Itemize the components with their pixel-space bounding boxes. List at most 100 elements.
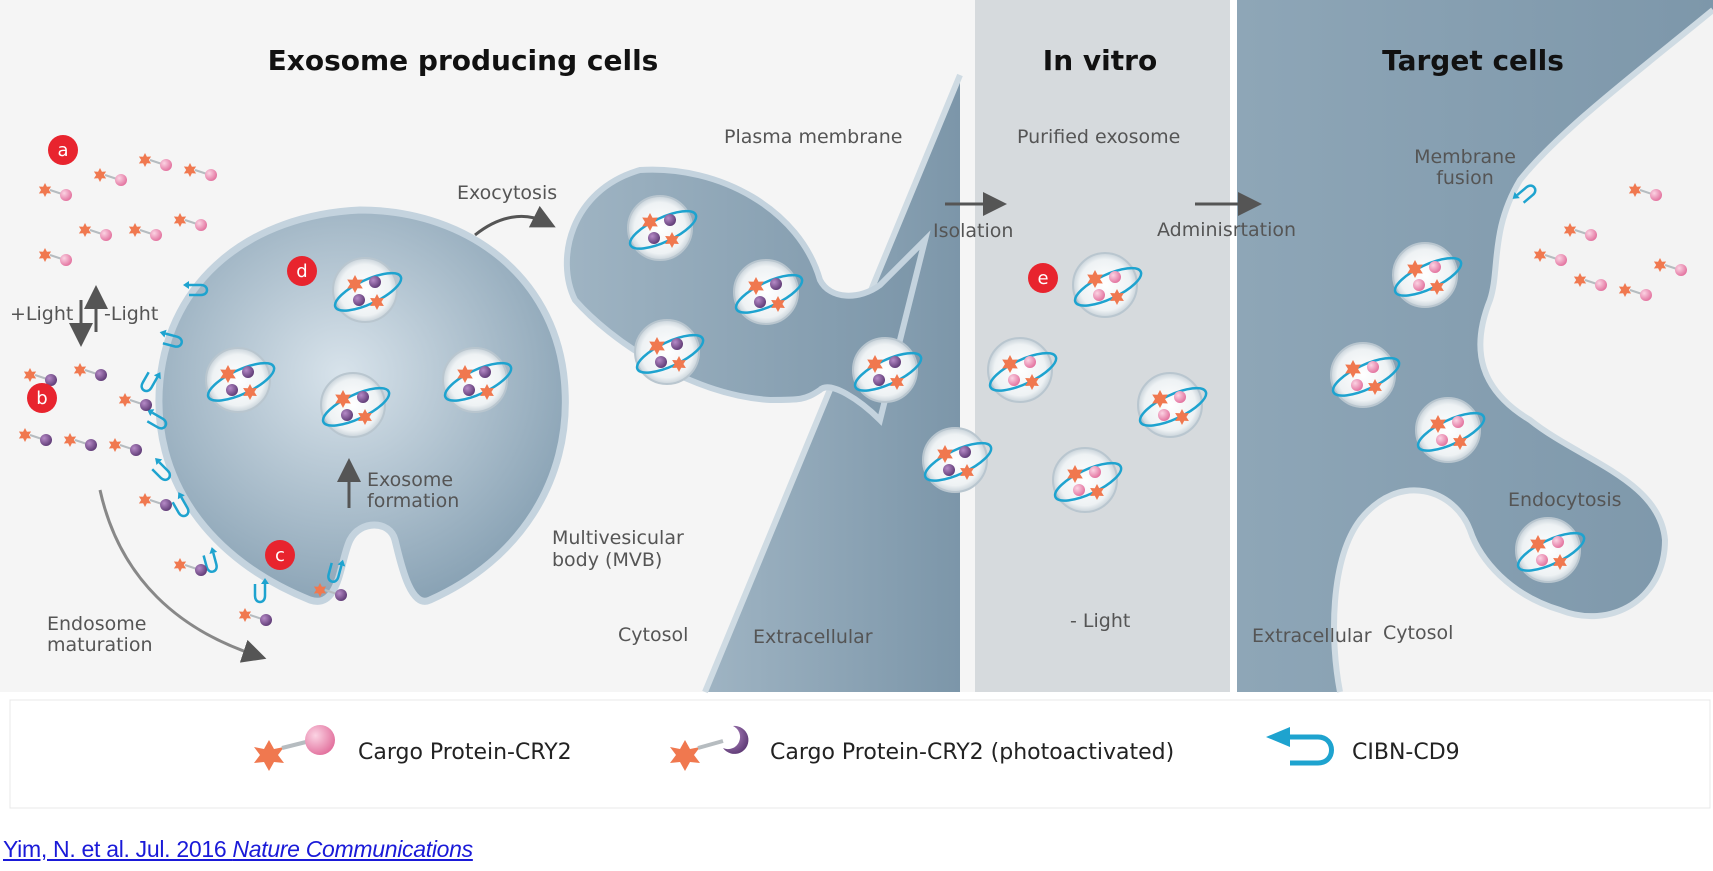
exosome-vesicle [634,319,705,385]
exosome-vesicle [1330,342,1401,408]
citation-link[interactable]: Yim, N. et al. Jul. 2016 Nature Communic… [3,836,473,863]
step-marker-d: d [287,256,317,286]
label-exocytosis: Exocytosis [457,182,557,204]
label-exosome-formation-2: formation [367,490,459,512]
exosome-vesicle [1052,447,1123,513]
arrows [69,192,1262,663]
label-cytosol-right: Cytosol [1383,622,1453,644]
step-marker-b: b [27,383,57,413]
label-isolation: Isolation [933,220,1013,242]
label-plasma-membrane: Plasma membrane [724,126,902,148]
exosome-vesicle [922,427,993,493]
label-minus-light: -Light [104,303,158,325]
vesicles-layer [140,184,1586,604]
legend-label-1: Cargo Protein-CRY2 [358,740,572,765]
legend-cibn-cd9: CIBN-CD9 [1266,727,1460,766]
label-plus-light: +Light [10,303,73,325]
label-membrane-fusion-2: fusion [1436,167,1494,189]
legend-label-3: CIBN-CD9 [1352,740,1460,765]
exosome-vesicle [1392,242,1463,308]
step-letter: e [1037,268,1048,289]
free-cargo-protein [38,248,72,266]
exosome-vesicle [442,347,513,413]
legend-cargo-star-icon-2 [670,740,700,771]
legend-cargo-cry2-photoactivated: Cargo Protein-CRY2 (photoactivated) [670,725,1174,771]
exocytosis-arrow [474,205,556,237]
label-extracellular-right: Extracellular [1252,625,1372,647]
free-cargo-protein [73,363,107,381]
free-cargo-protein [173,213,207,231]
free-cargo-protein [93,168,127,186]
legend-cry2-photoactivated-icon [723,725,749,754]
free-cargo-protein [38,183,72,201]
label-mvb: Multivesicular [552,527,684,549]
legend-box [9,699,1711,809]
target-cell-body [1237,0,1713,692]
endosome-maturation-arrow [98,489,267,663]
free-cargo-protein [138,153,172,171]
legend-cibn-icon [1290,734,1334,766]
exosome-vesicle [1137,372,1208,438]
free-cargo-protein [1653,258,1687,276]
step-markers: a b c d e [27,135,1058,570]
exosome-vesicle [1515,517,1586,583]
free-cargo-protein [138,493,172,511]
free-cargo-protein [128,223,162,241]
step-letter: d [296,261,307,282]
title-target: Target cells [1382,44,1564,77]
label-no-light: - Light [1070,610,1130,632]
free-cargo-protein [1533,248,1567,266]
free-cargo-protein [173,558,207,576]
free-cargo-protein [1573,273,1607,291]
legend-cargo-star-icon [254,740,284,771]
exosome-vesicle [852,337,923,403]
free-cargo-protein [23,368,57,386]
region-labels: Plasma membrane Purified exosome Membran… [10,126,1622,656]
label-endosome-maturation: Endosome [47,613,146,635]
exosome-vesicle [205,347,276,413]
exosome-vesicle [987,337,1058,403]
free-cargo-protein [108,438,142,456]
free-cargo-protein [183,163,217,181]
label-endosome-maturation-2: maturation [47,634,153,656]
title-in-vitro: In vitro [1043,44,1157,77]
free-cargo-protein [1563,223,1597,241]
step-letter: a [57,140,68,161]
legend-cargo-cry2: Cargo Protein-CRY2 [254,725,572,771]
label-exosome-formation: Exosome [367,469,453,491]
free-cargo-protein [313,583,347,601]
free-cargo-protein [238,608,272,626]
citation-journal: Nature Communications [232,836,473,862]
exosome-vesicle [627,195,698,261]
label-extracellular-left: Extracellular [753,626,873,648]
free-cargo-protein [118,393,152,411]
label-membrane-fusion: Membrane [1414,146,1516,168]
exosome-vesicle [1072,252,1143,318]
citation-authors: Yim, N. et al. Jul. 2016 [3,836,233,862]
exosome-vesicle [1415,397,1486,463]
title-exosome-producing: Exosome producing cells [268,44,659,77]
free-proteins-layer [18,153,1687,626]
step-marker-a: a [48,135,78,165]
exosome-vesicle [320,372,391,438]
free-cargo-protein [1628,183,1662,201]
free-cargo-protein [1618,283,1652,301]
label-administration: Adminisrtation [1157,219,1296,241]
step-letter: b [36,388,47,409]
step-letter: c [275,545,285,566]
step-marker-c: c [265,540,295,570]
label-purified-exosome: Purified exosome [1017,126,1180,148]
label-endocytosis: Endocytosis [1508,489,1622,511]
free-cargo-protein [78,223,112,241]
legend-cry2-icon [305,725,335,755]
exosome-vesicle [332,257,403,323]
free-cargo-protein [18,428,52,446]
exosome-vesicle [733,259,804,325]
step-marker-e: e [1028,263,1058,293]
legend-label-2: Cargo Protein-CRY2 (photoactivated) [770,740,1174,765]
label-cytosol-left: Cytosol [618,624,688,646]
free-cargo-protein [63,433,97,451]
label-mvb-2: body (MVB) [552,549,662,571]
